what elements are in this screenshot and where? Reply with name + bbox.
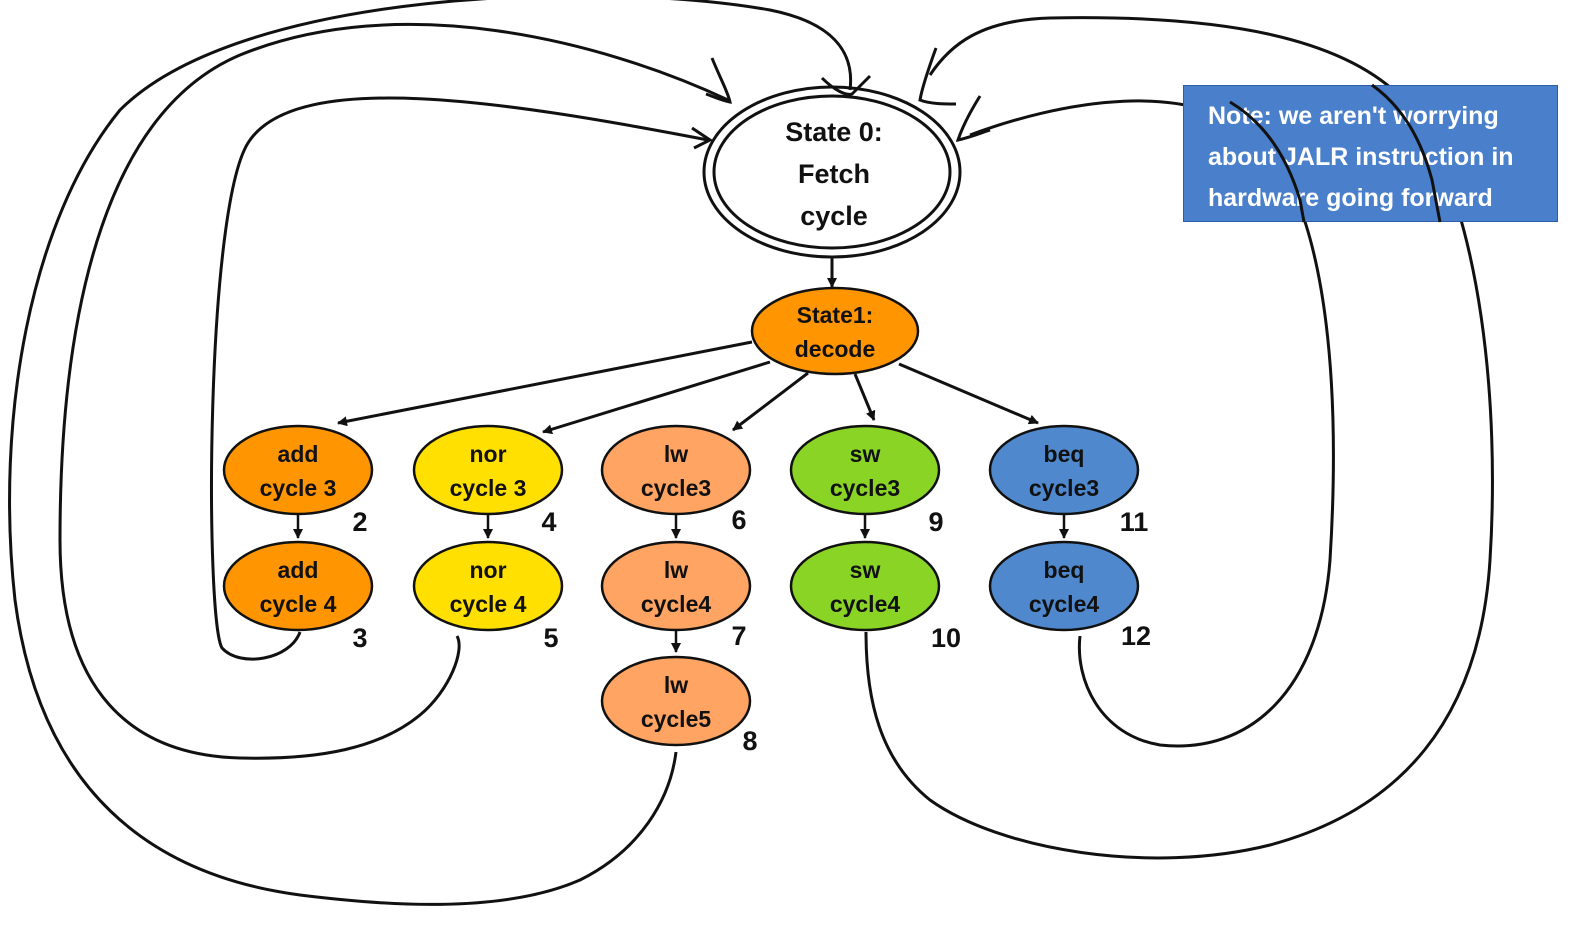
state-lw3-number: 6 (731, 505, 746, 535)
decode-state: State1: decode (750, 286, 920, 376)
state-lw4-label-1: lw (664, 557, 688, 583)
state-sw3-label-1: sw (850, 441, 881, 467)
state-lw4-shape (600, 540, 752, 632)
edge-decode-beq (898, 362, 1039, 425)
state-lw5-shape (600, 655, 752, 747)
state-sw3-label-2: cycle3 (830, 475, 900, 501)
edge-lw5-fetch-head (820, 74, 872, 96)
state-add3-label-1: add (278, 441, 319, 467)
state-add4-number: 3 (352, 623, 367, 653)
fetch-state-line-2: Fetch (798, 159, 870, 189)
state-nor4-label-2: cycle 4 (450, 591, 527, 617)
state-nor3-label-1: nor (469, 441, 506, 467)
state-lw3-label-1: lw (664, 441, 688, 467)
edge-decode-nor (542, 360, 771, 435)
state-sw4-label-2: cycle4 (830, 591, 901, 617)
decode-state-line-2: decode (795, 336, 876, 362)
edge-add4-fetch (210, 96, 709, 661)
state-beq4-number: 12 (1121, 621, 1151, 651)
state-beq4-shape (988, 540, 1140, 632)
state-lw5-number: 8 (742, 726, 757, 756)
state-sw4-label-1: sw (850, 557, 881, 583)
state-beq4-label-1: beq (1044, 557, 1085, 583)
state-lw5-label-2: cycle5 (641, 706, 712, 732)
state-lw3-label-2: cycle3 (641, 475, 711, 501)
state-nor3-label-2: cycle 3 (450, 475, 527, 501)
decode-state-line-1: State1: (797, 302, 874, 328)
state-lw4-label-2: cycle4 (641, 591, 712, 617)
fetch-state-line-3: cycle (800, 201, 868, 231)
edge-nor4-fetch-head (705, 57, 732, 104)
state-add4-label-2: cycle 4 (260, 591, 337, 617)
state-nor4-shape (412, 540, 564, 632)
state-nor4: nor cycle 4 5 (412, 540, 564, 653)
fetch-state-line-1: State 0: (785, 117, 883, 147)
state-beq4-label-2: cycle4 (1029, 591, 1100, 617)
state-lw4: lw cycle4 7 (600, 540, 752, 651)
state-beq4: beq cycle4 12 (988, 540, 1151, 651)
edge-nor4-fetch (58, 22, 729, 760)
state-sw4-number: 10 (931, 623, 961, 653)
state-beq3-shape (988, 424, 1140, 516)
edge-decode-lw (732, 371, 809, 432)
state-beq3: beq cycle3 11 (988, 424, 1149, 537)
state-lw4-number: 7 (731, 621, 746, 651)
edge-lw5-fetch (8, 0, 853, 906)
note-line-1: Note: we aren't worrying (1208, 102, 1499, 130)
state-nor3: nor cycle 3 4 (412, 424, 564, 537)
cycle-states: add cycle 3 2 add cycle 4 3 nor cycle 3 4 nor cycl… (222, 424, 1151, 756)
state-nor4-number: 5 (543, 623, 558, 653)
state-beq3-label-1: beq (1044, 441, 1085, 467)
state-add4: add cycle 4 3 (222, 540, 374, 653)
note-line-2: about JALR instruction in (1208, 143, 1514, 171)
state-beq3-number: 11 (1120, 507, 1149, 537)
state-sw3-number: 9 (928, 507, 943, 537)
jalr-note: Note: we aren't worrying about JALR inst… (1183, 85, 1558, 222)
state-nor3-number: 4 (541, 507, 556, 537)
edge-add4-fetch-head (691, 126, 713, 150)
state-sw4: sw cycle4 10 (789, 540, 961, 653)
state-add3-label-2: cycle 3 (260, 475, 337, 501)
edge-decode-sw (853, 373, 876, 421)
state-add4-shape (222, 540, 374, 632)
edge-sw4-fetch (864, 16, 1494, 860)
state-lw3-shape (600, 424, 752, 516)
state-nor3-shape (412, 424, 564, 516)
state-beq3-label-2: cycle3 (1029, 475, 1099, 501)
state-sw3: sw cycle3 9 (789, 424, 944, 537)
state-lw3: lw cycle3 6 (600, 424, 752, 535)
edge-decode-add (337, 340, 753, 427)
state-lw5: lw cycle5 8 (600, 655, 758, 756)
edge-beq4-fetch-head (955, 95, 991, 142)
edge-sw4-fetch-head (918, 47, 957, 106)
edge-beq4-fetch (969, 99, 1335, 748)
state-nor4-label-1: nor (469, 557, 506, 583)
note-line-3: hardware going forward (1208, 184, 1493, 212)
state-add4-label-1: add (278, 557, 319, 583)
state-lw5-label-1: lw (664, 672, 688, 698)
fetch-state: State 0: Fetch cycle (702, 85, 962, 259)
state-add3-shape (222, 424, 374, 516)
state-add3: add cycle 3 2 (222, 424, 374, 537)
state-add3-number: 2 (352, 507, 367, 537)
state-sw4-shape (789, 540, 941, 632)
state-sw3-shape (789, 424, 941, 516)
